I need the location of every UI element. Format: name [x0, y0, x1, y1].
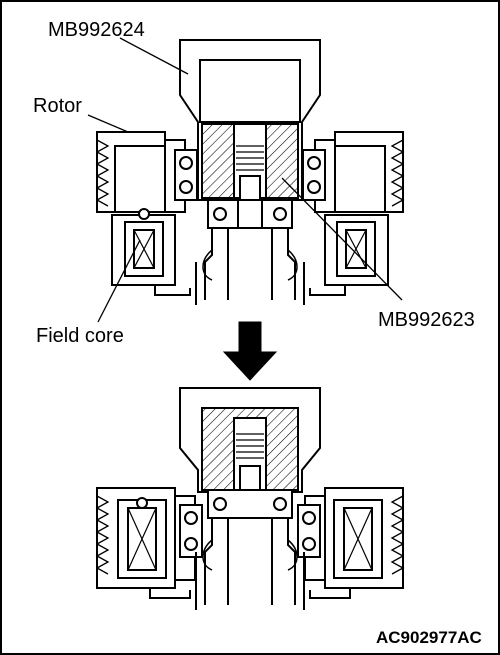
field-core-right-upper — [324, 214, 389, 286]
label-field-core: Field core — [36, 325, 124, 347]
field-core-left-upper — [111, 208, 176, 286]
label-rotor: Rotor — [33, 95, 82, 117]
label-tool-mb992623: MB992623 — [378, 309, 475, 331]
rotor-left-lower — [95, 487, 196, 589]
tool-cup-inner — [199, 59, 301, 123]
label-tool-mb992624: MB992624 — [48, 19, 145, 41]
rotor-left-upper — [95, 131, 186, 213]
shaft-housing-lower — [195, 489, 305, 610]
figure-id: AC902977AC — [376, 628, 482, 647]
lower-assembly — [95, 387, 405, 610]
rotor-right-upper — [314, 131, 405, 213]
upper-assembly — [95, 39, 405, 305]
down-arrow — [222, 321, 278, 381]
shaft-housing-upper — [195, 199, 305, 305]
leader-lines — [87, 37, 403, 323]
